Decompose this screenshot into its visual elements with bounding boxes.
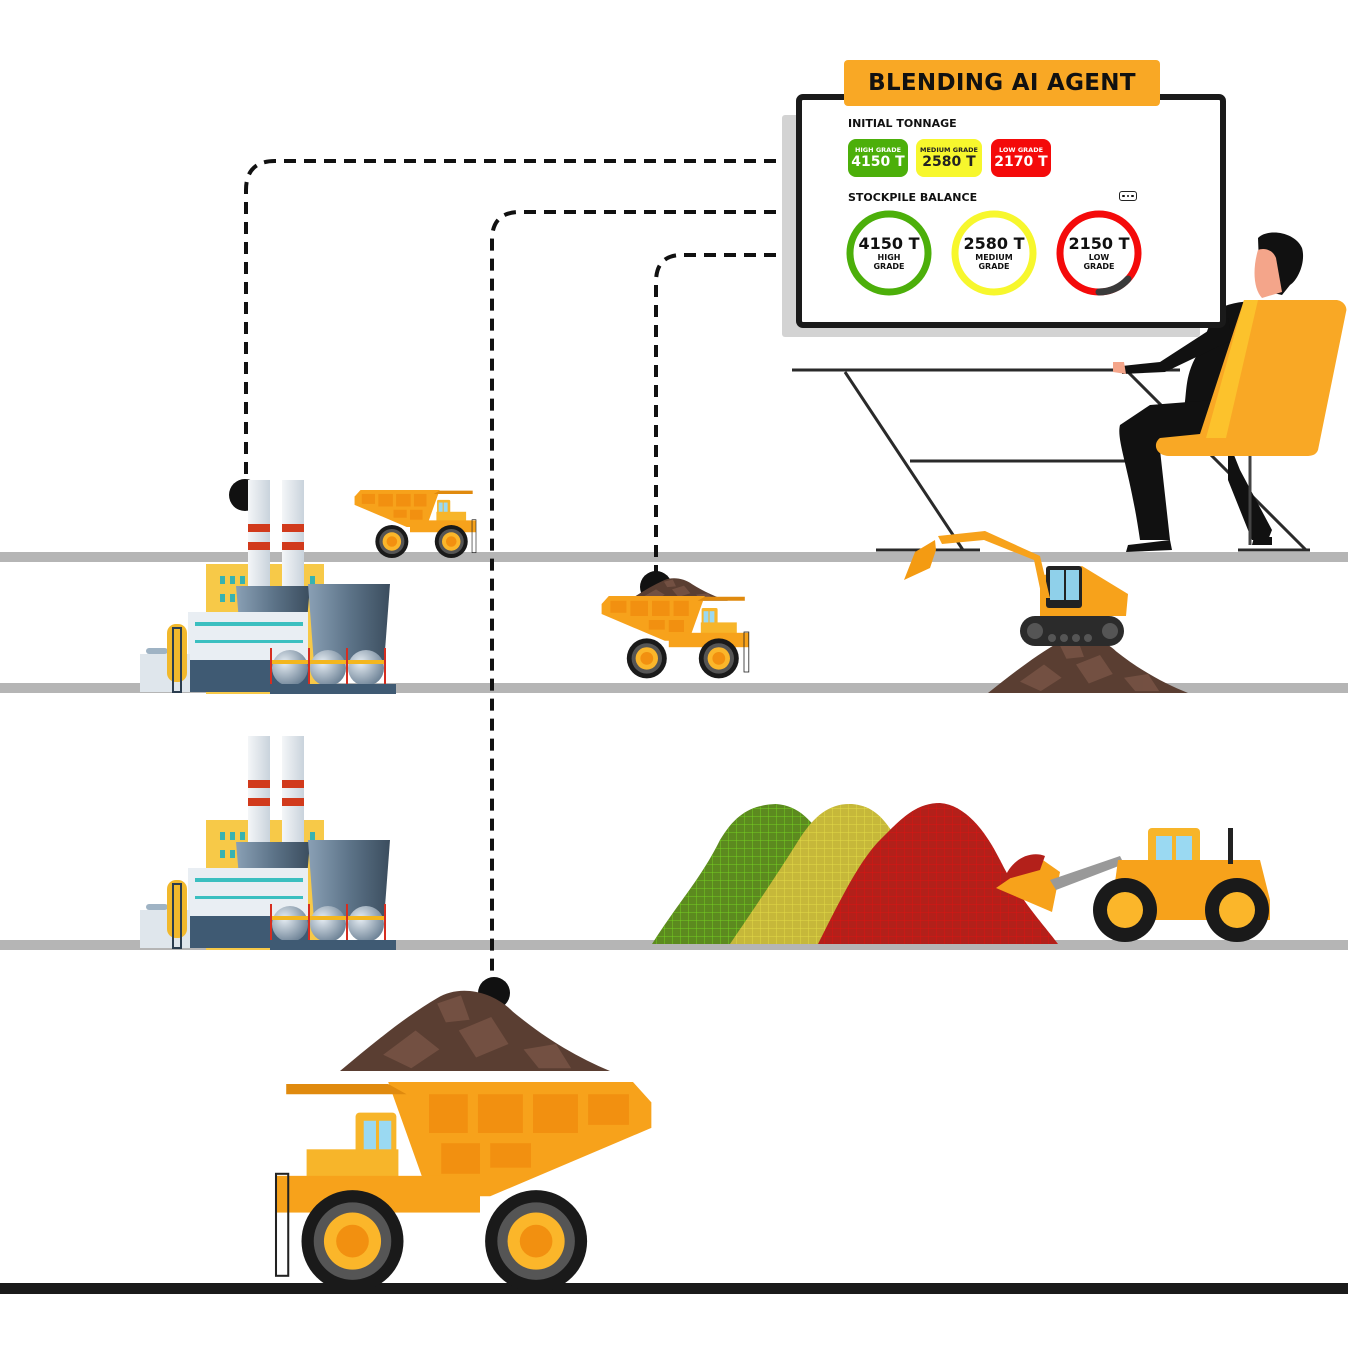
pill-value: 2170 T — [994, 154, 1048, 170]
ring-label: LOW — [1088, 253, 1110, 262]
dashed-connectors — [244, 159, 796, 985]
processing-plant-lower — [139, 735, 397, 951]
haul-truck-loaded-small — [601, 578, 750, 679]
stockpile-low-grade — [818, 803, 1058, 944]
ring-value: 2580 T — [963, 234, 1025, 253]
dashboard-title: BLENDING AI AGENT — [844, 60, 1160, 106]
ground-level-4 — [0, 1283, 1348, 1294]
pill-low-grade: LOW GRADE 2170 T — [991, 139, 1051, 177]
ring-medium-grade: 2580 T MEDIUM GRADE — [951, 210, 1037, 296]
ring-value: 2150 T — [1068, 234, 1130, 253]
ring-value: 4150 T — [858, 234, 920, 253]
ground-level-2 — [0, 683, 1348, 693]
ring-progress-icon — [951, 210, 1037, 296]
pill-medium-grade: MEDIUM GRADE 2580 T — [916, 139, 982, 177]
haul-truck-empty — [354, 489, 477, 559]
initial-tonnage-label: INITIAL TONNAGE — [848, 117, 957, 130]
pill-grade-label: MEDIUM GRADE — [920, 146, 978, 154]
ring-label: GRADE — [978, 262, 1010, 271]
ground-level-1 — [0, 552, 1348, 562]
office-chair — [1155, 300, 1347, 545]
haul-truck-loaded-large — [274, 990, 653, 1294]
ring-low-grade: 2150 T LOW GRADE — [1056, 210, 1142, 296]
ring-label: MEDIUM — [975, 253, 1013, 262]
pill-grade-label: HIGH GRADE — [854, 146, 902, 154]
ellipsis-icon[interactable] — [1119, 191, 1137, 201]
ground-level-3 — [0, 940, 1348, 950]
excavator-on-ore-pile — [904, 531, 1188, 693]
ring-progress-icon — [846, 210, 932, 296]
pill-grade-label: LOW GRADE — [998, 146, 1044, 154]
stockpile-balance-label: STOCKPILE BALANCE — [848, 191, 978, 204]
ring-high-grade: 4150 T HIGH GRADE — [846, 210, 932, 296]
ring-progress-icon — [1056, 210, 1142, 296]
pill-high-grade: HIGH GRADE 4150 T — [848, 139, 908, 177]
ring-label: HIGH — [877, 253, 901, 262]
pill-value: 4150 T — [851, 154, 905, 170]
processing-plant-upper — [139, 479, 397, 695]
wheel-loader — [996, 828, 1270, 942]
ring-label: GRADE — [1083, 262, 1115, 271]
ring-label: GRADE — [873, 262, 905, 271]
pill-value: 2580 T — [922, 154, 976, 170]
